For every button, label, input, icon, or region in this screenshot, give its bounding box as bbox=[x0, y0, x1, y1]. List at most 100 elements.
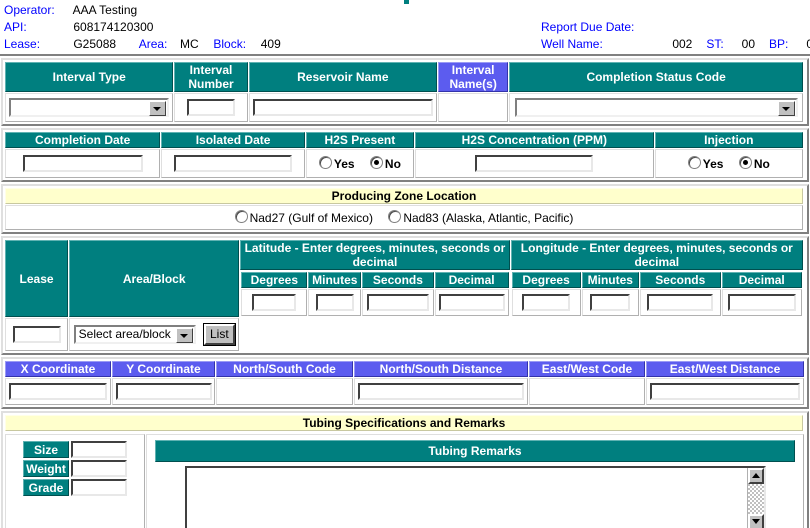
cell-datum-options: Nad27 (Gulf of Mexico) Nad83 (Alaska, At… bbox=[5, 205, 803, 230]
scroll-down-icon[interactable] bbox=[747, 514, 764, 528]
bypass-value: 00 bbox=[806, 37, 810, 51]
interval-number-input[interactable] bbox=[187, 99, 235, 116]
lat-decimal-input[interactable] bbox=[438, 294, 505, 311]
h2s-concentration-input[interactable] bbox=[475, 155, 594, 172]
tubing-body-row: Size Weight Grade Tubing Remarks bbox=[5, 434, 804, 528]
interval-type-select[interactable] bbox=[9, 98, 170, 117]
cell-lease-input bbox=[5, 318, 69, 351]
cell-interval-type bbox=[5, 93, 174, 122]
nad83-label: Nad83 (Alaska, Atlantic, Pacific) bbox=[403, 211, 574, 225]
x-coordinate-input[interactable] bbox=[9, 383, 107, 400]
cell-lat-spacer bbox=[240, 318, 509, 351]
lat-minutes-input[interactable] bbox=[315, 294, 354, 311]
lon-decimal-input[interactable] bbox=[727, 294, 796, 311]
tubing-size-input[interactable] bbox=[71, 441, 127, 458]
cell-lat-decimal bbox=[434, 289, 509, 316]
nad27-label: Nad27 (Gulf of Mexico) bbox=[249, 211, 373, 225]
block-value: 409 bbox=[260, 37, 281, 51]
header-reservoir-name: Reservoir Name bbox=[248, 62, 438, 92]
tubing-grade-input[interactable] bbox=[71, 479, 127, 496]
injection-yes-option[interactable]: Yes bbox=[687, 156, 724, 171]
cell-interval-names bbox=[438, 93, 509, 122]
radio-icon[interactable] bbox=[318, 156, 332, 169]
header-lat-minutes: Minutes bbox=[308, 272, 362, 288]
vertical-scrollbar[interactable] bbox=[746, 468, 764, 528]
header-east-west-code: East/West Code bbox=[529, 361, 645, 377]
header-longitude: Longitude - Enter degrees, minutes, seco… bbox=[510, 240, 803, 270]
east-west-distance-input[interactable] bbox=[650, 383, 800, 400]
report-due-date-label: Report Due Date: bbox=[541, 20, 635, 34]
producing-zone-band-row: Producing Zone Location bbox=[5, 188, 803, 204]
h2s-no-option[interactable]: No bbox=[369, 156, 401, 171]
chevron-down-icon[interactable] bbox=[175, 328, 193, 343]
interval-input-row bbox=[5, 93, 803, 122]
area-block-select[interactable]: Select area/block bbox=[73, 325, 196, 344]
tubing-remarks-value bbox=[187, 468, 764, 472]
radio-icon[interactable] bbox=[388, 210, 402, 223]
lat-seconds-input[interactable] bbox=[366, 294, 429, 311]
cell-area-block-select: Select area/block List bbox=[69, 318, 240, 351]
chevron-down-icon[interactable] bbox=[149, 101, 167, 116]
radio-icon[interactable] bbox=[687, 156, 701, 169]
api-label: API: bbox=[4, 20, 27, 34]
h2s-yes-option[interactable]: Yes bbox=[318, 156, 355, 171]
tubing-grade-row: Grade bbox=[23, 479, 127, 496]
sidetrack-label: ST: bbox=[706, 37, 724, 51]
lon-degrees-input[interactable] bbox=[522, 294, 571, 311]
producing-zone-section: Producing Zone Location Nad27 (Gulf of M… bbox=[1, 184, 809, 234]
header-isolated-date: Isolated Date bbox=[161, 132, 305, 148]
title-bar-remnant bbox=[404, 0, 409, 4]
sidetrack-value: 00 bbox=[741, 37, 756, 51]
isolated-date-input[interactable] bbox=[174, 155, 293, 172]
header-interval-type: Interval Type bbox=[5, 62, 174, 92]
location-input-row: Select area/block List bbox=[5, 318, 803, 351]
north-south-distance-input[interactable] bbox=[358, 383, 524, 400]
tubing-remarks-textarea[interactable] bbox=[184, 466, 766, 528]
tubing-weight-cell bbox=[71, 460, 127, 477]
longitude-subheader-table: Degrees Minutes Seconds Decimal bbox=[510, 271, 803, 317]
dates-header-row: Completion Date Isolated Date H2S Presen… bbox=[5, 132, 803, 148]
cell-reservoir-name bbox=[248, 93, 438, 122]
nad27-option[interactable]: Nad27 (Gulf of Mexico) bbox=[234, 210, 373, 225]
operator-label: Operator: bbox=[4, 3, 55, 17]
lon-minutes-input[interactable] bbox=[590, 294, 631, 311]
cell-east-west-code bbox=[529, 378, 645, 405]
chevron-down-icon[interactable] bbox=[777, 101, 795, 116]
header-lease: Lease bbox=[5, 240, 69, 317]
lon-seconds-input[interactable] bbox=[647, 294, 714, 311]
interval-section: Interval Type Interval Number Reservoir … bbox=[1, 58, 809, 126]
block-label: Block: bbox=[213, 37, 247, 51]
dates-section: Completion Date Isolated Date H2S Presen… bbox=[1, 128, 809, 182]
cell-north-south-distance bbox=[354, 378, 528, 405]
completion-status-select[interactable] bbox=[514, 98, 798, 117]
header-east-west-distance: East/West Distance bbox=[646, 361, 804, 377]
lease-row: Lease: G25088 Area: MC Block: 409 bbox=[4, 36, 281, 53]
cell-h2s-concentration bbox=[415, 149, 654, 178]
bypass-label: BP: bbox=[769, 37, 789, 51]
completion-date-input[interactable] bbox=[22, 155, 143, 172]
header-north-south-code: North/South Code bbox=[216, 361, 353, 377]
producing-zone-band-title: Producing Zone Location bbox=[5, 188, 803, 204]
y-coordinate-input[interactable] bbox=[116, 383, 212, 400]
cell-north-south-code bbox=[216, 378, 353, 405]
radio-icon[interactable] bbox=[234, 210, 248, 223]
tubing-weight-input[interactable] bbox=[71, 460, 127, 477]
lease-label: Lease: bbox=[4, 37, 41, 51]
reservoir-name-input[interactable] bbox=[252, 99, 433, 116]
report-due-date-row: Report Due Date: bbox=[541, 19, 810, 36]
dates-input-row: Yes No Yes No bbox=[5, 149, 803, 178]
dates-table: Completion Date Isolated Date H2S Presen… bbox=[4, 131, 804, 179]
nad83-option[interactable]: Nad83 (Alaska, Atlantic, Pacific) bbox=[388, 210, 574, 225]
injection-no-option[interactable]: No bbox=[738, 156, 770, 171]
tubing-remarks-cell: Tubing Remarks bbox=[146, 434, 804, 528]
radio-icon[interactable] bbox=[738, 156, 752, 169]
area-value: MC bbox=[180, 37, 199, 51]
scroll-up-icon[interactable] bbox=[747, 468, 764, 484]
location-table: Lease Area/Block Latitude - Enter degree… bbox=[4, 239, 804, 352]
injection-yes-label: Yes bbox=[702, 157, 724, 171]
lat-degrees-input[interactable] bbox=[252, 294, 297, 311]
list-button[interactable]: List bbox=[203, 323, 236, 346]
datum-radio-row: Nad27 (Gulf of Mexico) Nad83 (Alaska, At… bbox=[5, 205, 803, 230]
radio-icon[interactable] bbox=[369, 156, 383, 169]
lease-input[interactable] bbox=[12, 326, 61, 343]
